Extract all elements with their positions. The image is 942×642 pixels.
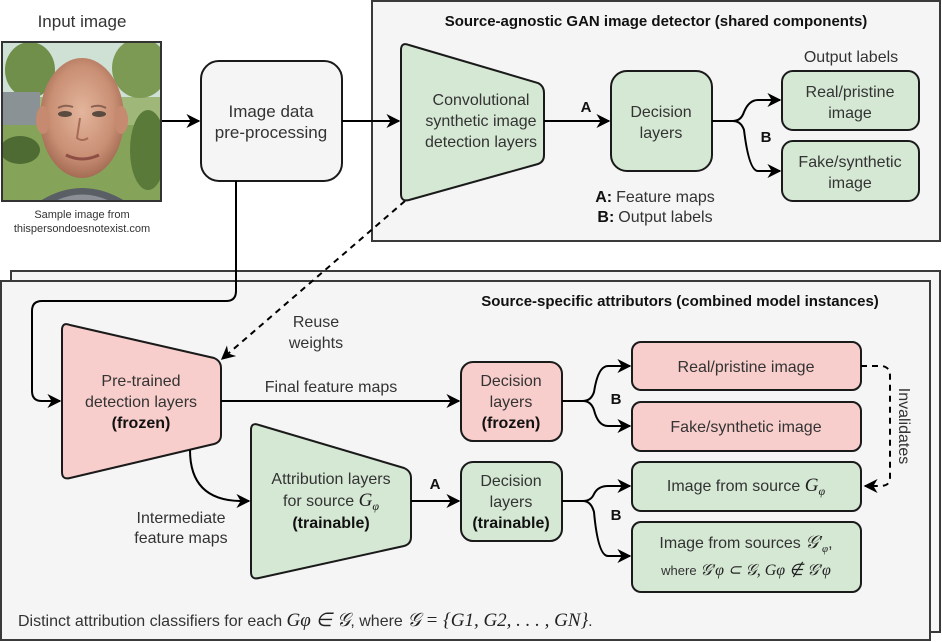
frozen-decision-status: (frozen) xyxy=(482,415,541,432)
legend-a-key: A: xyxy=(595,189,612,206)
conv-label-line1: Convolutional xyxy=(433,92,530,109)
edge-b-label: B xyxy=(761,129,772,146)
output-fake-node[interactable] xyxy=(781,140,920,202)
legend-a-text: Feature maps xyxy=(616,189,715,206)
intermediate-label-line1: Intermediate xyxy=(137,510,226,527)
input-photo xyxy=(2,42,161,201)
edge-frozen-to-fake xyxy=(582,400,632,433)
footer-prefix: Distinct attribution classifiers for eac… xyxy=(18,613,287,630)
sources-output-line2: where 𝒢′φ ⊂ 𝒢, Gφ ∉ 𝒢′φ xyxy=(660,561,831,579)
frozen-real-label: Real/pristine image xyxy=(678,359,815,376)
source-output-prefix: Image from source xyxy=(667,478,805,495)
source-output-label: Image from source Gφ xyxy=(667,475,826,498)
detector-panel-title: Source-agnostic GAN image detector (shar… xyxy=(445,13,868,30)
trainable-decision-status: (trainable) xyxy=(472,515,549,532)
edge-trainable-to-sources xyxy=(582,500,632,563)
input-image-title: Input image xyxy=(38,12,127,31)
footer-math2: 𝒢 = {G1, G2, . . . , GN} xyxy=(407,610,588,631)
photo-caption-line2: thispersondoesnotexist.com xyxy=(14,223,150,235)
intermediate-label-line2: feature maps xyxy=(134,530,227,547)
sources-line2-math: 𝒢′φ ⊂ 𝒢, Gφ ∉ 𝒢′φ xyxy=(700,561,831,579)
conv-label-line2: synthetic image xyxy=(425,113,536,130)
preprocessing-node[interactable] xyxy=(200,60,343,182)
source-output-symbol: G xyxy=(805,475,819,496)
attributor-panel-title: Source-specific attributors (combined mo… xyxy=(481,293,879,310)
attribution-layers-node[interactable] xyxy=(250,423,412,580)
attribution-label-line1: Attribution layers xyxy=(271,471,390,488)
edge-a-label: A xyxy=(581,99,592,116)
final-feature-maps-label: Final feature maps xyxy=(265,379,398,396)
frozen-decision-line2: layers xyxy=(490,394,533,411)
frozen-fake-node[interactable] xyxy=(631,401,862,452)
reuse-weights-line1: Reuse xyxy=(293,314,339,331)
sources-line1-prefix: Image from sources xyxy=(659,535,805,552)
sources-line1-symbol: 𝒢′ xyxy=(805,532,823,552)
preprocessing-label-line1: Image data xyxy=(228,102,314,121)
reuse-weights-line2: weights xyxy=(288,335,343,352)
footer-math1: Gφ ∈ 𝒢 xyxy=(287,610,354,631)
preprocessing-label-line2: pre-processing xyxy=(215,123,327,142)
sources-line1-suffix: , xyxy=(828,535,832,552)
legend-b-key: B: xyxy=(597,209,614,226)
frozen-decision-line1: Decision xyxy=(480,373,541,390)
attribution-symbol: G xyxy=(359,490,373,511)
conv-label-line3: detection layers xyxy=(425,134,537,151)
pretrained-status: (frozen) xyxy=(112,415,171,432)
source-output-subscript: φ xyxy=(818,484,825,498)
edge-decision-to-fake xyxy=(732,120,782,178)
legend-b-text: Output labels xyxy=(618,209,712,226)
decision-label-line1: Decision xyxy=(630,104,691,121)
conv-detection-layers-node[interactable] xyxy=(400,43,545,202)
frozen-edge-b-label: B xyxy=(611,391,622,408)
output-real-line2: image xyxy=(828,105,872,122)
output-real-line1: Real/pristine xyxy=(806,84,895,101)
edge-preprocessing-to-pretrained xyxy=(31,181,237,408)
pretrained-label-line2: detection layers xyxy=(85,394,197,411)
output-labels-header: Output labels xyxy=(804,49,898,66)
trainable-decision-line1: Decision xyxy=(480,473,541,490)
trainable-edge-b-label: B xyxy=(611,507,622,524)
footer-text: Distinct attribution classifiers for eac… xyxy=(18,610,593,631)
attribution-line2-prefix: for source xyxy=(283,493,359,510)
edge-reuse-weights xyxy=(220,200,406,360)
source-output-node[interactable] xyxy=(631,461,862,512)
sources-line1-subscript: φ xyxy=(822,543,828,555)
edge-intermediate-feature-maps xyxy=(189,449,251,508)
invalidates-label: Invalidates xyxy=(895,388,912,465)
output-fake-line2: image xyxy=(828,175,872,192)
edge-invalidates xyxy=(861,365,891,493)
footer-suffix: . xyxy=(588,613,592,630)
sources-line2-prefix: where xyxy=(660,563,700,578)
pretrained-detection-layers-node[interactable] xyxy=(61,323,222,480)
decision-label-line2: layers xyxy=(640,125,683,142)
output-real-node[interactable] xyxy=(781,70,920,131)
footer-middle: , where xyxy=(350,613,407,630)
output-fake-line1: Fake/synthetic xyxy=(798,154,901,171)
sources-output-line1: Image from sources 𝒢′φ, xyxy=(659,532,832,555)
trainable-decision-line2: layers xyxy=(490,494,533,511)
attr-edge-a-label: A xyxy=(430,476,441,493)
legend-b: B:Output labels xyxy=(597,209,712,226)
pretrained-label-line1: Pre-trained xyxy=(101,373,180,390)
attribution-status: (trainable) xyxy=(292,515,369,532)
decision-layers-node[interactable] xyxy=(610,70,713,172)
attribution-label-line2: for source Gφ xyxy=(283,490,379,513)
input-photo-frame xyxy=(1,41,162,202)
photo-caption-line1: Sample image from xyxy=(34,209,129,221)
attribution-subscript: φ xyxy=(372,499,379,513)
frozen-fake-label: Fake/synthetic image xyxy=(670,419,821,436)
sources-output-node[interactable] xyxy=(631,521,862,593)
legend-a: A:Feature maps xyxy=(595,189,715,206)
